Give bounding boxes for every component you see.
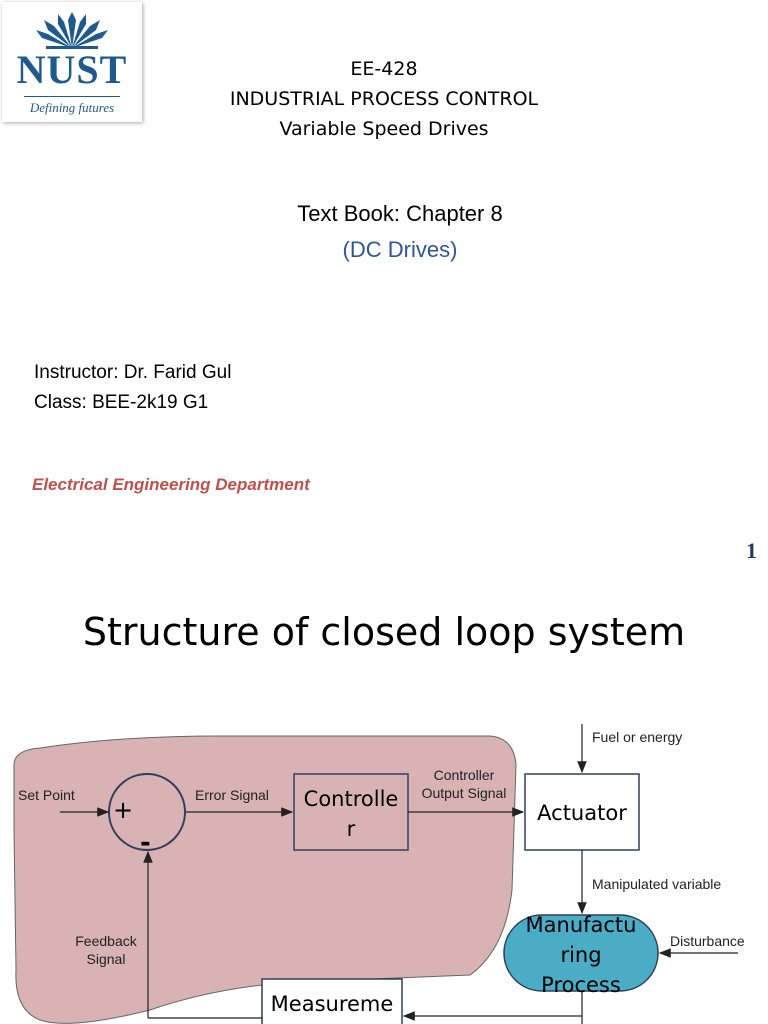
fuel-label: Fuel or energy: [592, 729, 683, 745]
plus-sign: +: [113, 796, 134, 824]
actuator-label: Actuator: [537, 801, 627, 825]
logo-tagline: Defining futures: [29, 100, 115, 115]
manipulated-label: Manipulated variable: [592, 876, 722, 892]
controller-output-line1: Controller: [433, 767, 495, 783]
measurement-label: Measureme: [270, 992, 394, 1016]
department: Electrical Engineering Department: [32, 475, 310, 494]
process-block: [503, 914, 659, 992]
sunburst-icon: [36, 12, 108, 49]
controller-output-label: Controller Output Signal: [412, 766, 516, 802]
closed-loop-diagram: [13, 724, 738, 1024]
course-code: EE-428: [350, 58, 418, 80]
logo-wordmark: NUST: [16, 47, 128, 92]
measurement-block: [261, 978, 403, 1024]
closed-loop-slide: Structure of closed loop system Set Poi: [0, 590, 768, 1024]
disturbance-label: Disturbance: [670, 933, 745, 949]
actuator-block: [524, 773, 640, 851]
process-label-line2: ring: [560, 943, 602, 967]
controller-label-line2: r: [346, 817, 356, 841]
course-title: INDUSTRIAL PROCESS CONTROL: [229, 88, 539, 110]
feedback-label-line1: Feedback: [75, 933, 137, 949]
slide-separator: [0, 574, 768, 590]
textbook-reference: Text Book: Chapter 8: [297, 201, 503, 226]
feedback-label-line2: Signal: [86, 951, 126, 967]
process-label-line3: Process: [541, 973, 621, 997]
nust-logo: NUST Defining futures: [2, 2, 142, 122]
topic: Variable Speed Drives: [279, 118, 489, 140]
feedback-label: Feedback Signal: [66, 932, 146, 968]
slide-title: Structure of closed loop system: [82, 610, 686, 654]
process-label-line1: Manufactu: [525, 913, 637, 937]
set-point-label: Set Point: [18, 787, 75, 803]
logo-divider: [24, 96, 120, 97]
minus-sign: -: [140, 828, 151, 858]
controller-label: Controlle r: [294, 784, 408, 844]
controller-output-line2: Output Signal: [421, 785, 507, 801]
instructor: Instructor: Dr. Farid Gul: [34, 362, 232, 383]
class-info: Class: BEE-2k19 G1: [34, 392, 209, 413]
error-signal-label: Error Signal: [195, 787, 269, 803]
controller-region: [13, 735, 517, 1024]
title-slide: NUST Defining futures EE-428 INDUSTRIAL …: [2, 2, 757, 563]
subtopic: (DC Drives): [342, 237, 458, 262]
page-number: 1: [746, 538, 757, 563]
controller-label-line1: Controlle: [303, 787, 399, 811]
process-label: Manufactu ring Process: [504, 910, 658, 1000]
